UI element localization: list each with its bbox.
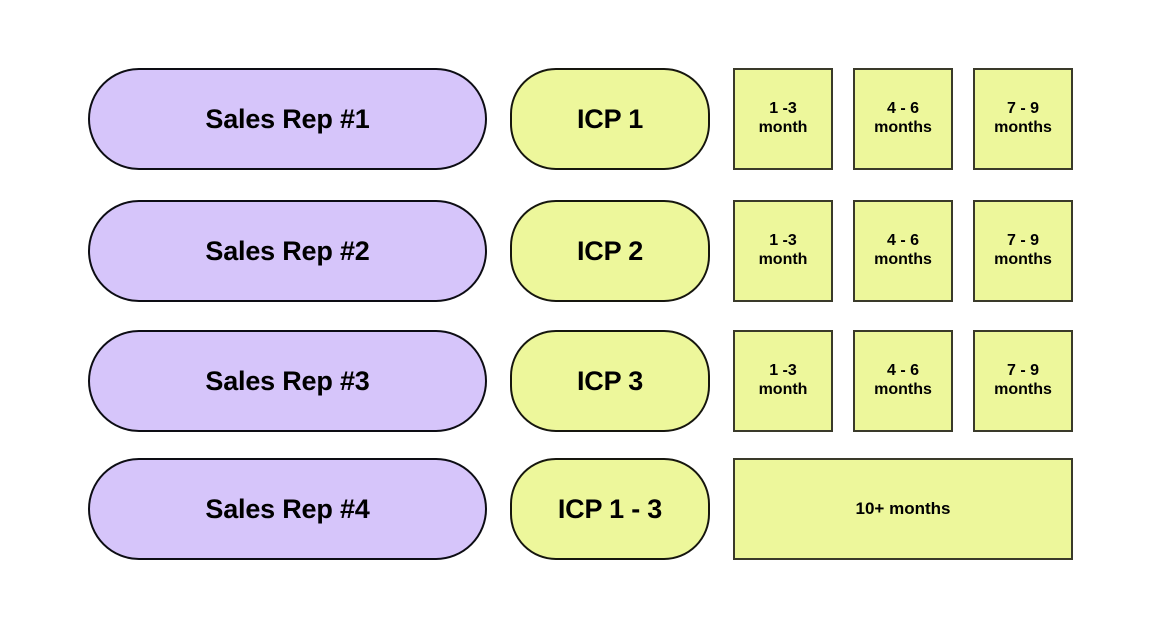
diagram-row: Sales Rep #1 ICP 1 1 -3 month 4 - 6 mont… (0, 68, 1164, 170)
month-box[interactable]: 4 - 6 months (853, 68, 953, 170)
icp-pill-2[interactable]: ICP 2 (510, 200, 710, 302)
icp-label: ICP 2 (576, 235, 644, 266)
sales-rep-pill-2[interactable]: Sales Rep #2 (88, 200, 487, 302)
icp-pill-1[interactable]: ICP 1 (510, 68, 710, 170)
month-box[interactable]: 4 - 6 months (853, 200, 953, 302)
month-box[interactable]: 1 -3 month (733, 68, 833, 170)
sales-rep-pill-4[interactable]: Sales Rep #4 (88, 458, 487, 560)
wide-month-box[interactable]: 10+ months (733, 458, 1073, 560)
diagram-row: Sales Rep #2 ICP 2 1 -3 month 4 - 6 mont… (0, 200, 1164, 302)
diagram-row: Sales Rep #4 ICP 1 - 3 10+ months (0, 458, 1164, 560)
month-box[interactable]: 7 - 9 months (973, 330, 1073, 432)
icp-label: ICP 1 - 3 (557, 493, 663, 524)
month-box[interactable]: 1 -3 month (733, 330, 833, 432)
icp-label: ICP 3 (576, 365, 644, 396)
diagram-row: Sales Rep #3 ICP 3 1 -3 month 4 - 6 mont… (0, 330, 1164, 432)
sales-rep-label: Sales Rep #1 (205, 103, 370, 134)
month-box[interactable]: 7 - 9 months (973, 68, 1073, 170)
sales-rep-label: Sales Rep #4 (205, 493, 370, 524)
month-box[interactable]: 7 - 9 months (973, 200, 1073, 302)
sales-rep-pill-3[interactable]: Sales Rep #3 (88, 330, 487, 432)
icp-label: ICP 1 (576, 103, 644, 134)
sales-rep-label: Sales Rep #2 (205, 235, 370, 266)
icp-pill-3[interactable]: ICP 3 (510, 330, 710, 432)
month-box[interactable]: 1 -3 month (733, 200, 833, 302)
sales-rep-pill-1[interactable]: Sales Rep #1 (88, 68, 487, 170)
icp-pill-4[interactable]: ICP 1 - 3 (510, 458, 710, 560)
month-box[interactable]: 4 - 6 months (853, 330, 953, 432)
sales-rep-label: Sales Rep #3 (205, 365, 370, 396)
